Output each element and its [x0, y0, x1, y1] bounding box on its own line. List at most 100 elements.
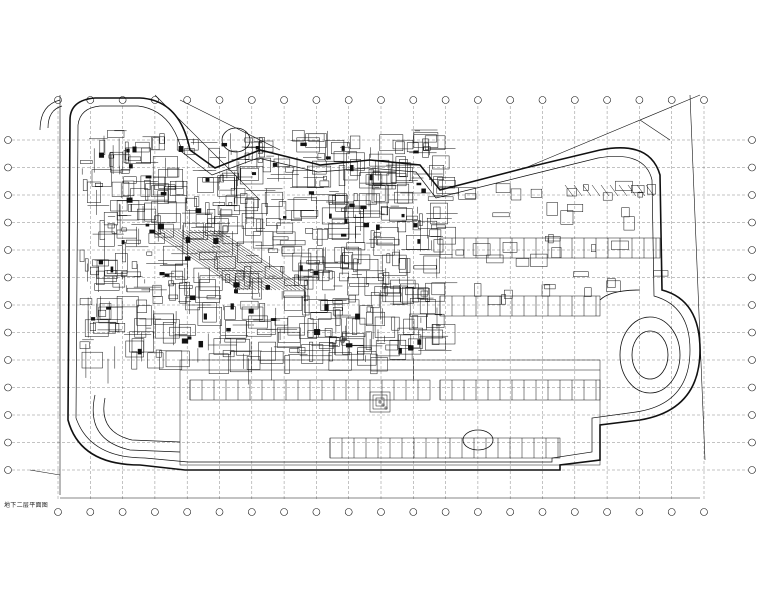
room-block	[365, 174, 383, 185]
column	[270, 318, 277, 321]
room-block	[82, 179, 88, 191]
room-block	[229, 351, 252, 373]
grid-axis-bubble-icon	[183, 508, 191, 516]
room-block	[317, 153, 325, 161]
room-block	[233, 197, 259, 212]
grid-axis-bubble-icon	[344, 508, 353, 516]
stair-core-icon	[372, 394, 388, 410]
grid-axis-bubble-icon	[667, 96, 676, 104]
room-block	[152, 296, 163, 304]
room-block	[184, 148, 195, 155]
grid-axis-bubble-icon	[54, 96, 62, 104]
room-block	[169, 283, 176, 301]
room-block	[276, 222, 294, 234]
room-block	[300, 210, 319, 217]
room-block	[306, 260, 320, 265]
column	[205, 177, 210, 182]
room-block	[331, 142, 350, 155]
room-block	[98, 309, 107, 317]
core-block	[567, 204, 584, 212]
garage-corridor	[179, 359, 601, 466]
room-block	[438, 180, 456, 187]
room-block	[373, 232, 381, 237]
room-block	[130, 204, 145, 212]
room-block	[409, 313, 427, 331]
room-block	[81, 351, 103, 369]
room-block	[370, 292, 380, 309]
room-block	[382, 287, 401, 303]
room-block	[433, 176, 443, 196]
room-block	[395, 156, 406, 177]
room-block	[155, 349, 162, 358]
room-block	[123, 150, 129, 164]
room-block	[240, 193, 248, 204]
room-block	[301, 344, 324, 364]
room-block	[107, 223, 115, 229]
room-block	[328, 352, 352, 371]
core-block	[502, 242, 518, 253]
room-block	[256, 329, 276, 335]
room-block	[332, 298, 350, 304]
core-block	[583, 184, 589, 191]
column	[413, 223, 418, 228]
room-block	[224, 306, 236, 320]
grid-axis-bubble-icon	[377, 508, 385, 516]
core-block	[504, 289, 513, 299]
room-block	[328, 223, 350, 239]
room-block	[159, 133, 165, 144]
room-block	[115, 323, 126, 333]
room-block	[199, 275, 223, 291]
core-block	[602, 192, 613, 201]
parking-stall-icon	[582, 184, 592, 197]
room-block	[157, 213, 181, 230]
room-block	[281, 246, 303, 257]
grid-axis-bubble-icon	[4, 301, 12, 309]
parking-stall-icon	[609, 184, 619, 197]
column	[314, 329, 321, 336]
room-block	[220, 174, 224, 183]
room-block	[341, 246, 359, 263]
column	[299, 265, 303, 271]
room-block	[411, 315, 419, 329]
room-block	[120, 271, 141, 277]
column	[413, 150, 419, 154]
grid-axis-bubble-icon	[748, 438, 756, 447]
room-block	[272, 236, 289, 241]
room-block	[98, 231, 115, 247]
room-block	[125, 340, 144, 358]
grid-axis-bubble-icon	[4, 411, 12, 419]
grid-axis-bubble-icon	[86, 508, 95, 516]
room-block	[137, 208, 157, 220]
room-block	[264, 266, 283, 279]
room-block	[207, 209, 216, 225]
room-block	[281, 246, 295, 254]
room-block	[328, 342, 333, 362]
column	[203, 313, 207, 320]
grid-axis-bubble-icon	[474, 96, 482, 104]
room-block	[399, 258, 411, 273]
room-block	[197, 307, 222, 326]
room-block	[284, 295, 303, 311]
room-block	[392, 251, 400, 267]
core-block	[495, 183, 511, 193]
room-block	[185, 197, 197, 211]
parking-stall-icon	[645, 184, 655, 197]
parking-stall-icon	[618, 184, 628, 197]
column	[126, 148, 130, 153]
grid-axis-bubble-icon	[635, 96, 644, 104]
stair-core-icon	[375, 397, 385, 407]
column	[128, 164, 133, 169]
room-block	[168, 294, 179, 300]
building-outline	[67, 97, 701, 471]
room-block	[107, 130, 125, 138]
room-block	[122, 180, 135, 197]
room-block	[244, 152, 250, 160]
room-block	[109, 323, 120, 332]
core-block	[487, 295, 502, 305]
room-block	[287, 316, 305, 336]
room-block	[202, 177, 220, 183]
room-block	[293, 197, 317, 219]
column	[178, 146, 184, 152]
room-block	[379, 134, 404, 151]
room-block	[168, 280, 174, 287]
